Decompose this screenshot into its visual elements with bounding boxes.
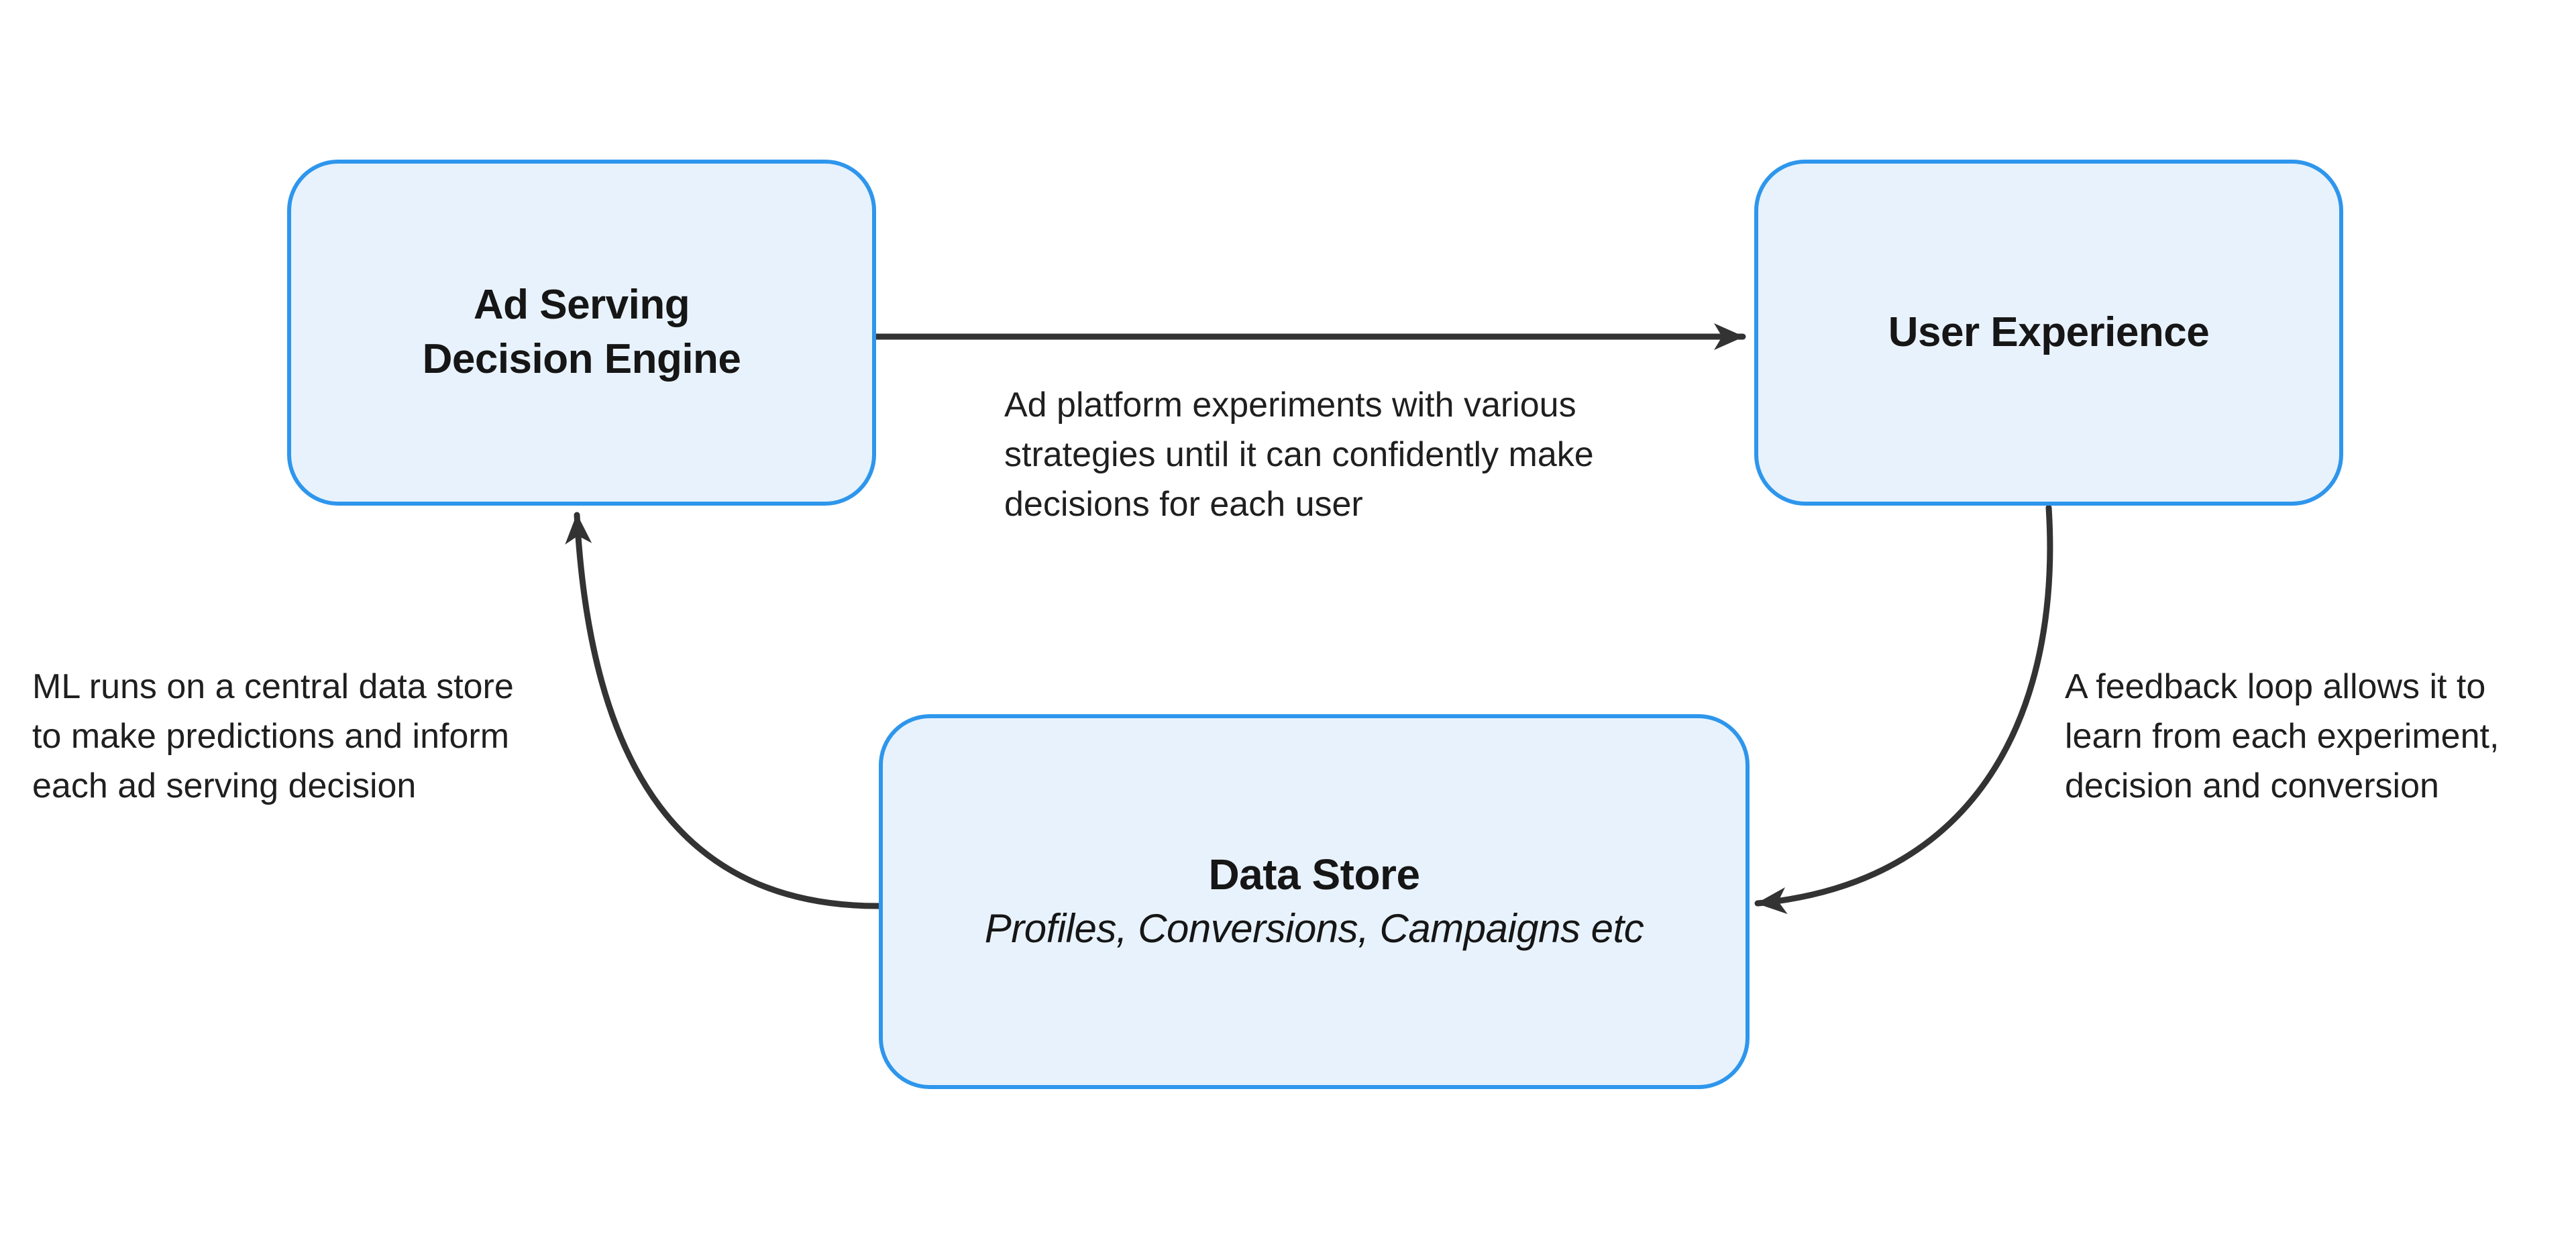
node-ad-serving-label: Ad Serving Decision Engine	[422, 282, 741, 382]
node-ad-serving-decision-engine: Ad Serving Decision Engine	[287, 160, 876, 506]
arrow-datastore-to-adserving	[565, 512, 883, 909]
arrow-userexperience-to-datastore	[1754, 504, 2053, 914]
node-data-store-subtitle: Profiles, Conversions, Campaigns etc	[984, 906, 1644, 951]
annotation-feedback-loop: A feedback loop allows it to learn from …	[2065, 667, 2500, 805]
node-user-experience: User Experience	[1754, 160, 2343, 506]
annotation-experiments: Ad platform experiments with various str…	[1004, 386, 1594, 524]
node-data-store: Data Store Profiles, Conversions, Campai…	[879, 714, 1750, 1089]
annotation-ml-data-store: ML runs on a central data store to make …	[32, 667, 514, 805]
node-data-store-title: Data Store	[1208, 850, 1420, 899]
node-user-experience-label: User Experience	[1888, 308, 2210, 355]
